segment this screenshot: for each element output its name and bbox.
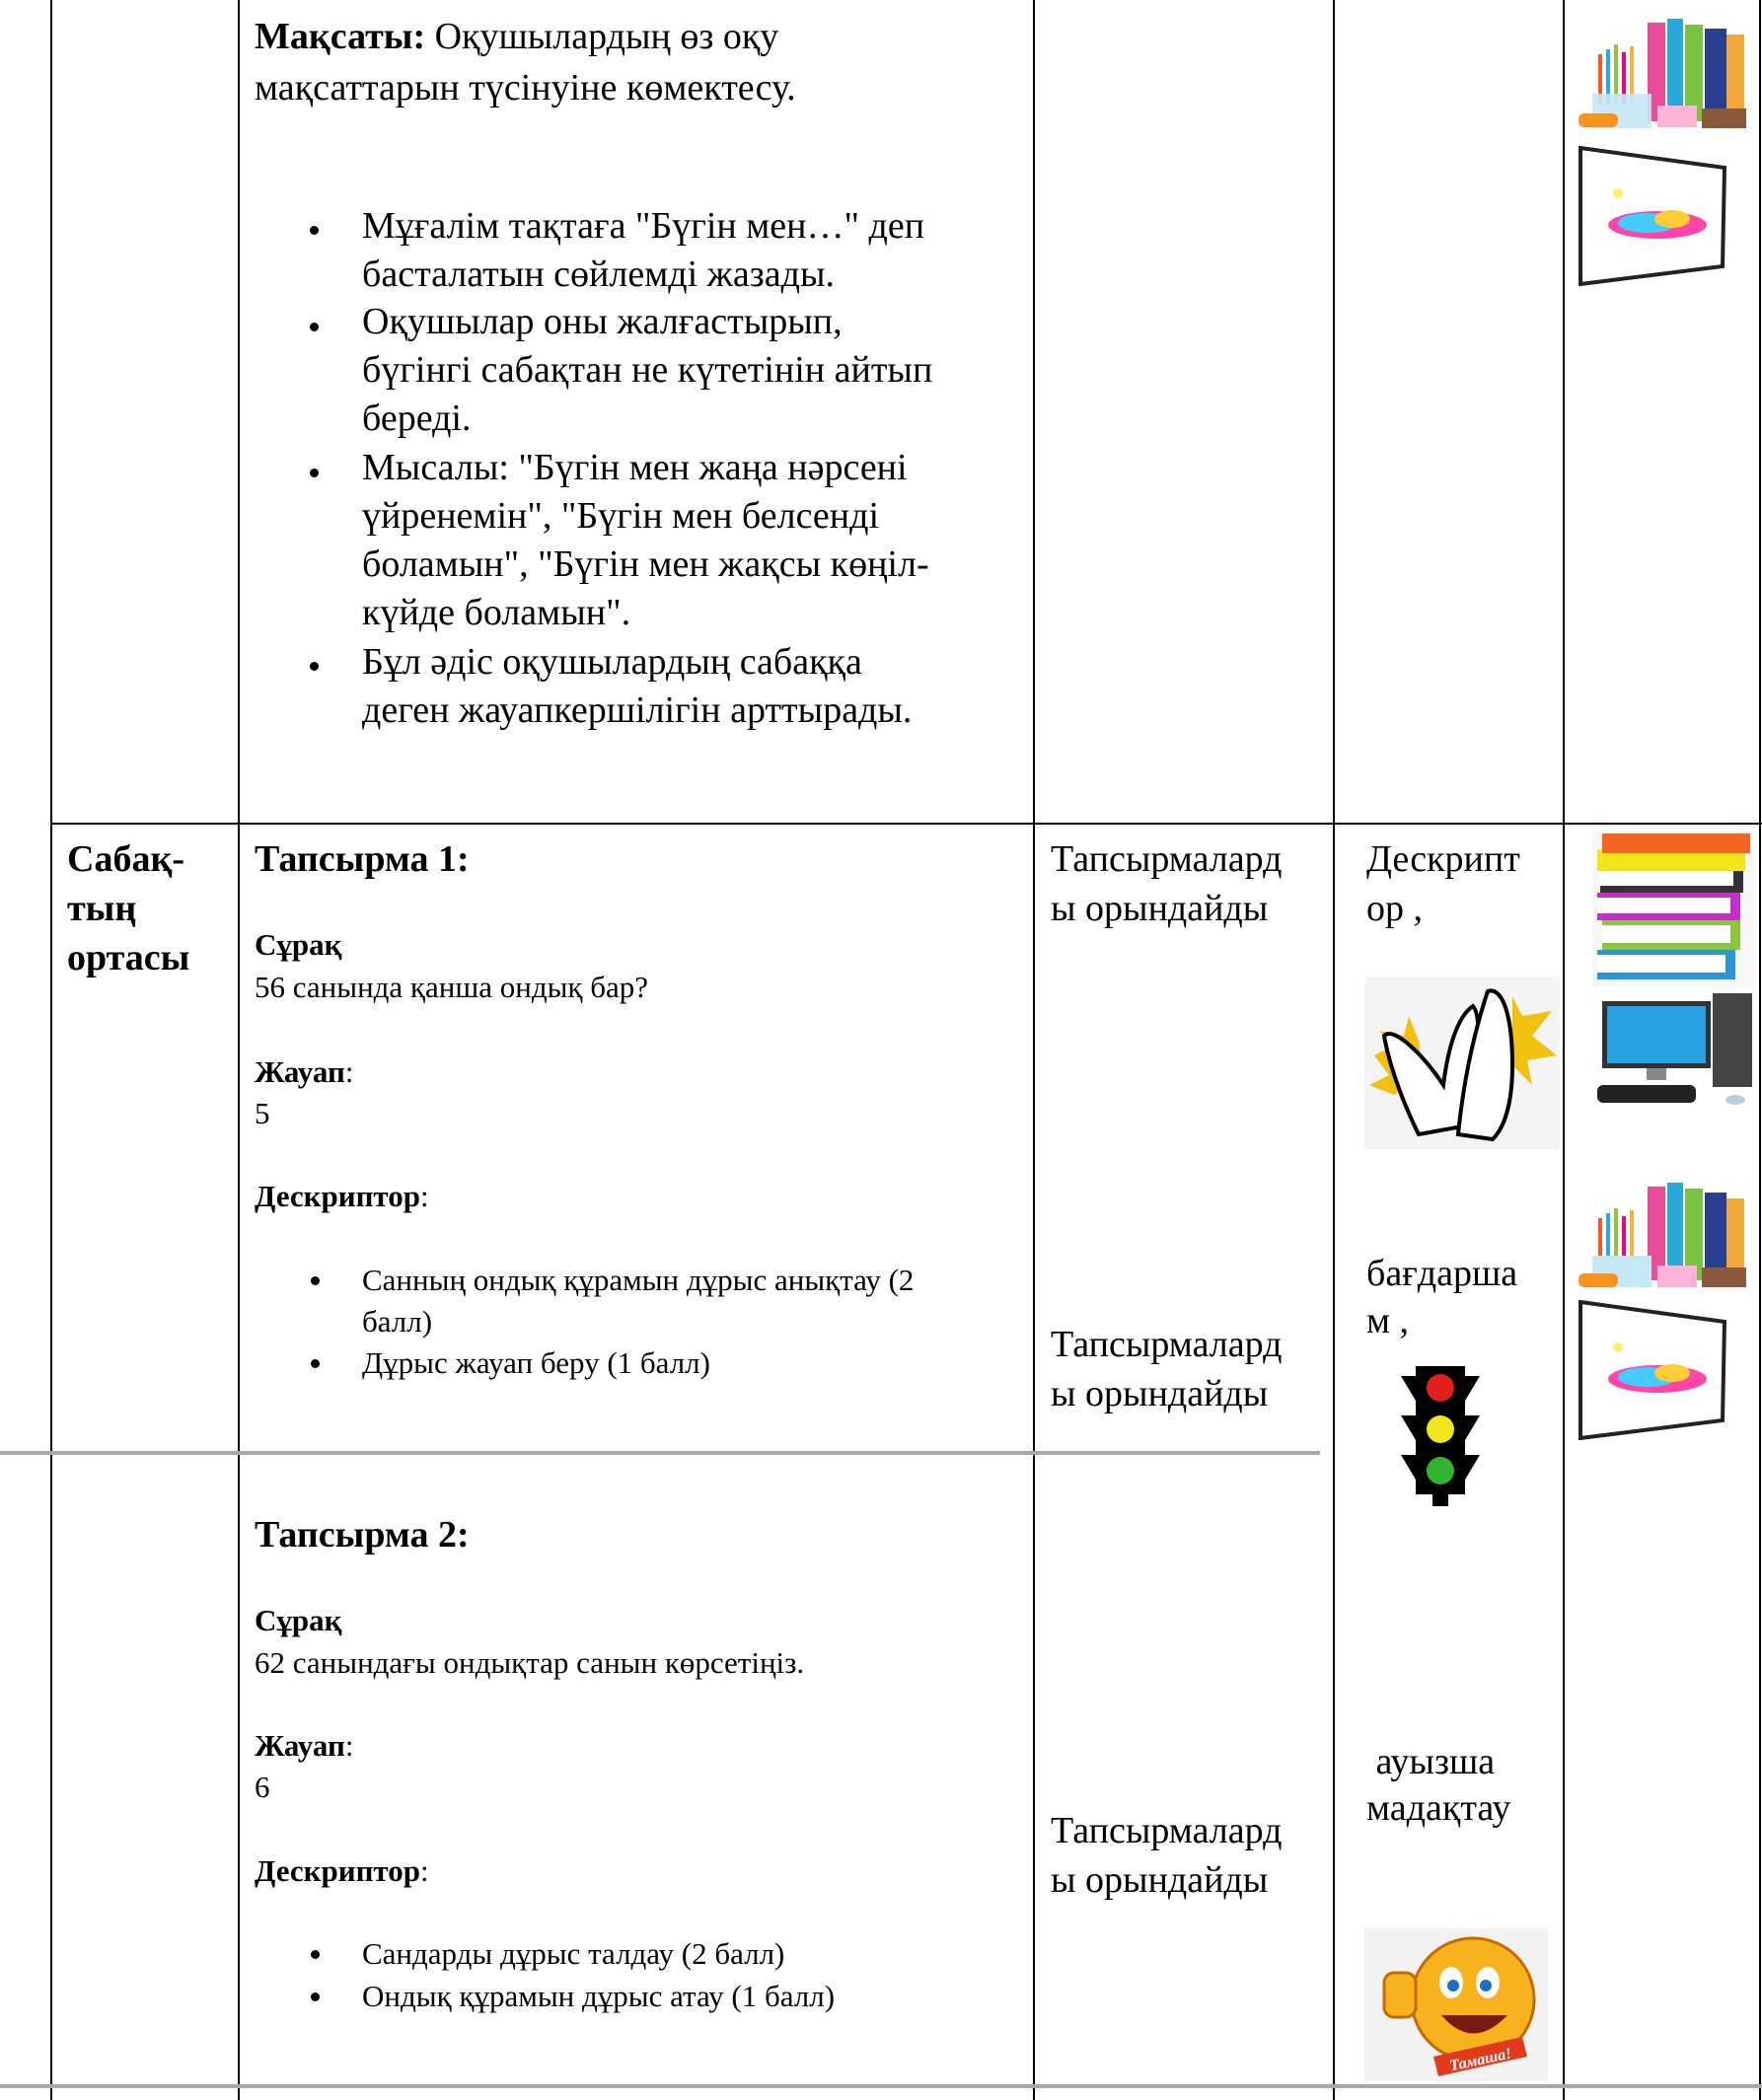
answer-value: 5 [255,1096,270,1130]
assessment-text: ауызша [1366,1741,1496,1782]
bullet [310,226,319,235]
goal-line1: Оқушылардың өз оқу [425,16,779,57]
table-border-right [1759,0,1761,2100]
page-break-line [0,1451,1320,1455]
stationery-image [1578,19,1746,128]
list-item: Дұрыс жауап беру (1 балл) [362,1345,710,1380]
whiteboard-image [1578,146,1726,286]
stage-line: тың [67,888,137,929]
column-divider [1563,0,1565,2100]
list-item: береді. [362,398,472,439]
list-item: Ондық құрамын дұрыс атау (1 балл) [362,1979,836,2013]
list-item: деген жауапкершілігін арттырады. [362,689,913,731]
clapping-hands-image [1364,977,1560,1149]
question-label: Сұрақ [255,927,342,962]
goal-label: Мақсаты: [255,16,426,57]
assessment-text: мадақтау [1366,1787,1511,1829]
descriptor-label: Дескриптор [255,1179,420,1213]
list-item: Сандарды дұрыс талдау (2 балл) [362,1936,785,1971]
column-divider [1033,0,1035,2100]
question-text: 56 санында қанша ондық бар? [255,970,649,1004]
question-label: Сұрақ [255,1603,342,1637]
answer-value: 6 [255,1770,270,1804]
bullet [310,323,319,331]
descriptor-label-line: Дескриптор: [255,1855,429,1886]
smiley-thumbs-up-image: Тамаша! [1364,1928,1548,2081]
action-text: ы орындайды [1051,1859,1269,1901]
action-text: Тапсырмалард [1051,1810,1283,1851]
stationery-image [1578,1183,1746,1287]
bullet [310,469,319,477]
descriptor-label: Дескриптор [255,1853,420,1888]
computer-image [1597,993,1752,1105]
list-item: Мұғалім тақтаға "Бүгін мен…" деп [362,205,925,247]
goal-text: Мақсаты: Оқушылардың өз оқу [255,18,778,55]
list-item: Санның ондық құрамын дұрыс анықтау (2 [362,1263,915,1297]
traffic-light-image [1401,1366,1480,1506]
page-break-line [0,2084,1762,2088]
list-item: боламын", "Бүгін мен жақсы көңіл- [362,543,929,585]
task-title: Тапсырма 1: [255,838,470,880]
row-divider [50,823,1762,825]
bullet [311,1359,320,1368]
colon: : [344,1054,354,1089]
question-text: 62 санындағы ондықтар санын көрсетіңіз. [255,1645,805,1680]
column-divider [238,0,240,2100]
action-text: Тапсырмалард [1051,1324,1283,1365]
assessment-text: ор , [1366,888,1423,929]
list-item: үйренемін", "Бүгін мен белсенді [362,495,880,537]
list-item: бүгінгі сабақтан не күтетінін айтып [362,349,933,391]
answer-label: Жауап [255,1054,345,1089]
bullet [310,662,319,671]
colon: : [420,1179,429,1213]
list-item: күйде боламын". [362,592,631,633]
goal-line2: мақсаттарын түсінуіне көмектесу. [255,67,796,109]
column-divider [1333,0,1335,2100]
assessment-text: бағдарша [1366,1253,1518,1294]
assessment-text: м , [1366,1300,1410,1341]
colon: : [420,1853,429,1888]
stage-line: Сабақ- [67,838,184,880]
list-item: Оқушылар оны жалғастырып, [362,301,843,342]
action-text: Тапсырмалард [1051,838,1283,880]
list-item: балл) [362,1304,433,1339]
bullet [311,1992,320,2001]
action-text: ы орындайды [1051,1373,1269,1414]
descriptor-label-line: Дескриптор: [255,1181,429,1211]
answer-label-line: Жауап: [255,1056,353,1087]
task-title: Тапсырма 2: [255,1514,470,1556]
answer-label: Жауап [255,1728,345,1763]
stage-line: ортасы [67,937,190,978]
bullet [311,1276,320,1285]
bullet [311,1950,320,1959]
books-image [1592,832,1756,986]
list-item: Бұл әдіс оқушылардың сабаққа [362,641,862,683]
table-border-left [50,0,52,2100]
list-item: басталатын сөйлемді жазады. [362,253,835,295]
whiteboard-image [1578,1300,1726,1440]
assessment-text: Дескрипт [1366,838,1520,880]
answer-label-line: Жауап: [255,1730,353,1761]
list-item: Мысалы: "Бүгін мен жаңа нәрсені [362,447,908,488]
colon: : [344,1728,354,1763]
action-text: ы орындайды [1051,888,1269,929]
